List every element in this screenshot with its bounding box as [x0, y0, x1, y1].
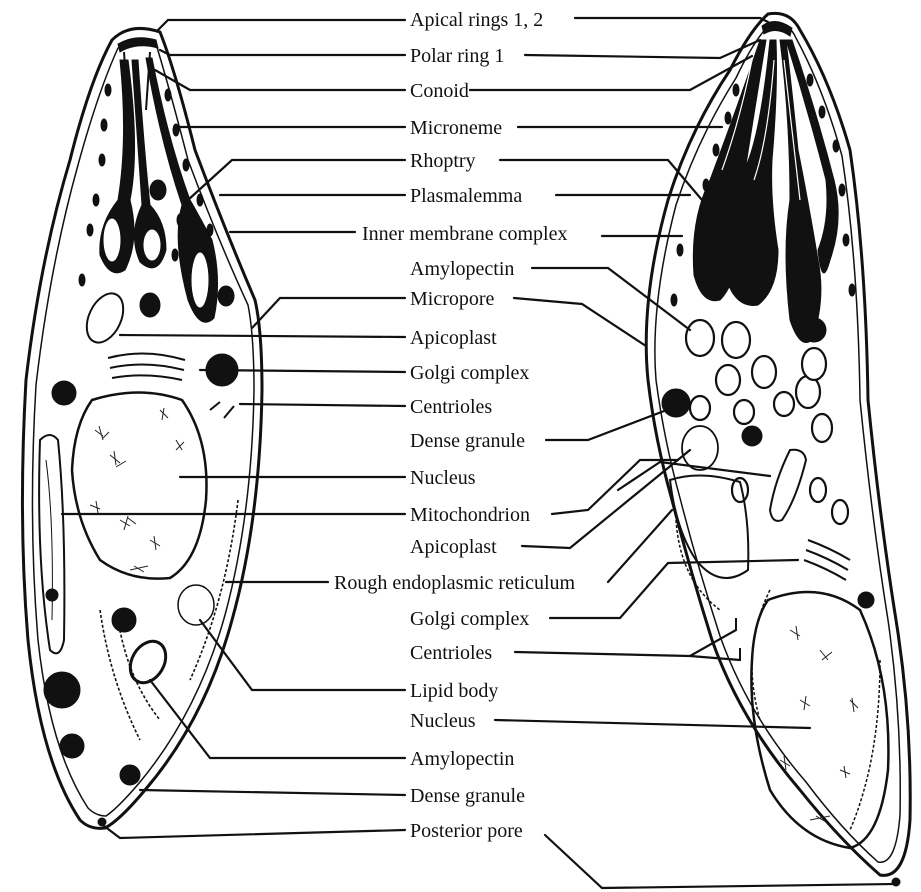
label-dense-granule-top: Dense granule — [410, 430, 525, 452]
left-dense-granule-5 — [112, 608, 136, 632]
label-rough-er: Rough endoplasmic reticulum — [334, 572, 576, 594]
left-dense-granule-4 — [218, 286, 234, 306]
right-dense-granule-a — [802, 318, 826, 342]
right-dense-granule-d — [858, 592, 874, 608]
left-lipid-body — [178, 585, 214, 625]
left-cell — [22, 28, 262, 828]
leader-micropore-right — [514, 298, 646, 346]
leader-apical-rings-left — [158, 20, 405, 30]
leader-apicoplast-bottom — [522, 450, 690, 548]
left-dense-granule-9 — [46, 589, 58, 601]
right-amylopectin-cluster — [686, 320, 848, 524]
leader-polar-ring-left — [160, 50, 405, 55]
left-dense-granule-6 — [44, 672, 80, 708]
leader-golgi-bottom — [550, 560, 798, 618]
leader-amylopectin-top — [532, 268, 690, 330]
left-amylopectin-lower — [123, 635, 173, 689]
label-polar-ring: Polar ring 1 — [410, 45, 504, 67]
left-dense-granule-3 — [140, 293, 160, 317]
leader-lipid-body — [200, 620, 405, 690]
right-apical-cap — [762, 21, 792, 36]
label-amylopectin-bottom: Amylopectin — [410, 748, 514, 770]
right-chromatin — [780, 626, 858, 822]
leader-conoid-right — [470, 56, 752, 90]
label-nucleus-bottom: Nucleus — [410, 710, 476, 732]
label-dense-granule-bottom: Dense granule — [410, 785, 525, 807]
label-plasmalemma: Plasmalemma — [410, 185, 522, 207]
leader-micropore-left — [252, 298, 405, 328]
left-dense-granule-8 — [120, 765, 140, 785]
leader-conoid-left — [155, 70, 405, 90]
right-nucleus — [751, 592, 888, 848]
leader-amylopectin-bottom — [150, 680, 405, 758]
leader-posterior-pore-right — [545, 835, 894, 888]
right-mitochondrion — [770, 450, 806, 521]
leader-rough-er-right — [608, 510, 672, 582]
left-amylopectin-upper — [80, 288, 131, 349]
label-conoid: Conoid — [410, 80, 469, 102]
right-dense-granule-b — [662, 389, 690, 417]
label-posterior-pore: Posterior pore — [410, 820, 523, 842]
left-golgi — [108, 353, 185, 380]
leader-posterior-pore-left — [104, 826, 405, 838]
leader-centrioles-bottom — [515, 630, 736, 656]
label-mitochondrion: Mitochondrion — [410, 504, 530, 526]
label-apicoplast-top: Apicoplast — [410, 327, 497, 349]
right-rough-er — [676, 520, 880, 830]
label-rhoptry: Rhoptry — [410, 150, 476, 172]
left-apical-cap — [118, 38, 158, 52]
right-centrioles — [736, 618, 740, 660]
label-inner-membrane-complex: Inner membrane complex — [362, 223, 567, 245]
label-nucleus-top: Nucleus — [410, 467, 476, 489]
right-cell — [646, 13, 910, 886]
left-dense-granule-side — [52, 381, 76, 405]
leader-dense-granule-bottom — [140, 790, 405, 795]
label-golgi-bottom: Golgi complex — [410, 608, 529, 630]
labels: Apical rings 1, 2 Polar ring 1 Conoid Mi… — [334, 9, 576, 842]
leader-apical-rings-right — [575, 18, 768, 22]
label-golgi-top: Golgi complex — [410, 362, 529, 384]
label-apicoplast-bottom: Apicoplast — [410, 536, 497, 558]
label-microneme: Microneme — [410, 117, 502, 139]
left-dense-granule-upper — [150, 180, 166, 200]
left-centrioles — [210, 402, 234, 418]
right-golgi — [804, 540, 850, 580]
left-chromatin — [90, 408, 184, 572]
label-lipid-body: Lipid body — [410, 680, 498, 702]
leader-apicoplast-top — [120, 335, 405, 337]
left-nucleus — [72, 393, 207, 579]
right-dense-granule-c — [742, 426, 762, 446]
right-rhoptries — [693, 40, 838, 343]
label-centrioles-bottom: Centrioles — [410, 642, 492, 664]
label-micropore: Micropore — [410, 288, 495, 310]
label-centrioles-top: Centrioles — [410, 396, 492, 418]
left-dense-granule-7 — [60, 734, 84, 758]
leader-centrioles-top — [240, 404, 405, 406]
leader-polar-ring-right — [525, 40, 760, 58]
leader-centrioles-bottom-b — [690, 656, 740, 660]
label-apical-rings: Apical rings 1, 2 — [410, 9, 543, 31]
leader-mitochondrion-right — [552, 460, 678, 514]
right-apicoplast — [682, 426, 718, 470]
label-amylopectin-top: Amylopectin — [410, 258, 514, 280]
left-posterior-pore — [98, 818, 106, 826]
